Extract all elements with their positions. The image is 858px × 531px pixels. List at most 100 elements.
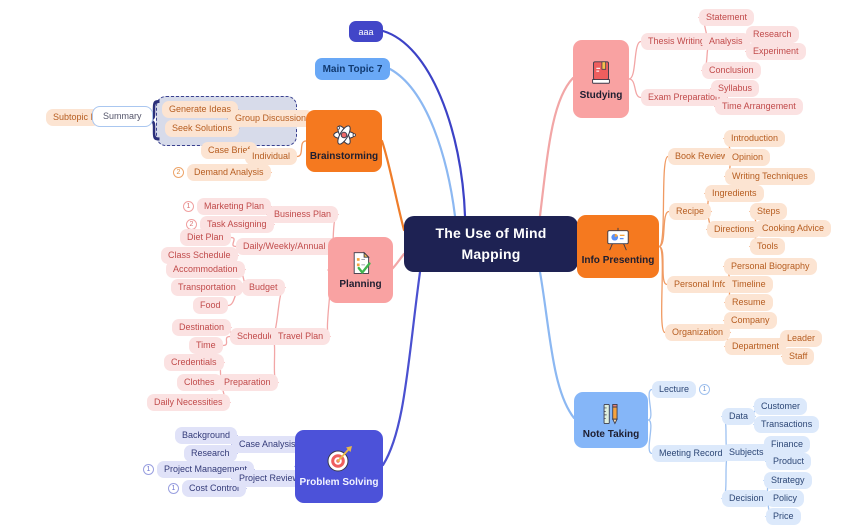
node-case-brief[interactable]: Case Brief (201, 142, 258, 160)
node-personal-biography[interactable]: Personal Biography (724, 258, 817, 276)
topic-label: Info Presenting (581, 255, 655, 266)
node-clothes[interactable]: Clothes (177, 374, 222, 392)
node-department[interactable]: Department (725, 338, 787, 356)
node-transportation[interactable]: Transportation (171, 279, 243, 297)
central-topic[interactable]: The Use of Mind Mapping (404, 216, 578, 272)
node-price[interactable]: Price (766, 508, 801, 526)
node-company[interactable]: Company (724, 312, 777, 330)
node-customer[interactable]: Customer (754, 398, 808, 416)
node-time[interactable]: Time (189, 337, 223, 355)
node-leader[interactable]: Leader (780, 330, 823, 348)
node-cost-control[interactable]: 1 Cost Control (168, 480, 247, 498)
node-seek-solutions[interactable]: Seek Solutions (165, 120, 240, 138)
node-generate-ideas[interactable]: Generate Ideas (162, 101, 239, 119)
node-travel-plan[interactable]: Travel Plan (271, 328, 331, 346)
node-research[interactable]: Research (184, 445, 237, 463)
node-cooking-advice[interactable]: Cooking Advice (755, 220, 832, 238)
priority-badge: 2 (173, 167, 184, 179)
node-tools[interactable]: Tools (750, 238, 786, 256)
presentation-chart-icon (607, 227, 629, 251)
topic-problem-solving[interactable]: Problem Solving (295, 430, 383, 503)
node-diet-plan[interactable]: Diet Plan (180, 229, 231, 247)
node-syllabus[interactable]: Syllabus (711, 80, 760, 98)
node-label: Lecture (652, 381, 697, 399)
ruler-pencil-icon (603, 403, 618, 425)
node-label: Project Management (157, 461, 255, 479)
node-writing-techniques[interactable]: Writing Techniques (725, 168, 815, 186)
node-schedule[interactable]: Schedule (230, 328, 282, 346)
topic-label: Studying (579, 89, 623, 101)
node-directions[interactable]: Directions (707, 221, 762, 239)
atom-icon (333, 124, 356, 145)
node-food[interactable]: Food (193, 297, 228, 315)
node-timeline[interactable]: Timeline (725, 276, 773, 294)
node-opinion[interactable]: Opinion (725, 149, 771, 167)
node-experiment[interactable]: Experiment (746, 43, 806, 61)
node-label: Cost Control (182, 480, 247, 498)
node-individual[interactable]: Individual (245, 148, 298, 166)
node-analysis[interactable]: Analysis (702, 33, 750, 51)
topic-label: Planning (339, 279, 382, 290)
node-steps[interactable]: Steps (750, 203, 788, 221)
node-time-arrangement[interactable]: Time Arrangement (715, 98, 803, 116)
node-task-assigning[interactable]: 2 Task Assigning (186, 216, 274, 234)
node-introduction[interactable]: Introduction (724, 130, 786, 148)
node-business-plan[interactable]: Business Plan (267, 206, 339, 224)
node-transactions[interactable]: Transactions (754, 416, 820, 434)
topic-label: Problem Solving (299, 477, 379, 488)
node-subtopic-1[interactable]: Subtopic I (46, 109, 101, 127)
topic-info-presenting[interactable]: Info Presenting (577, 215, 659, 278)
node-statement[interactable]: Statement (699, 9, 755, 27)
node-daily-plan[interactable]: Daily/Weekly/Annual Plan (236, 238, 353, 256)
node-subjects[interactable]: Subjects (722, 444, 771, 462)
node-budget[interactable]: Budget (242, 279, 285, 297)
node-resume[interactable]: Resume (725, 294, 773, 312)
node-personal-info[interactable]: Personal Info (667, 276, 735, 294)
node-class-schedule[interactable]: Class Schedule (161, 247, 238, 265)
node-daily-necessities[interactable]: Daily Necessities (147, 394, 230, 412)
node-finance[interactable]: Finance (764, 436, 811, 454)
topic-aaa[interactable]: aaa (349, 21, 383, 42)
book-icon (592, 60, 610, 84)
topic-note-taking[interactable]: Note Taking (574, 392, 648, 448)
priority-badge: 1 (699, 384, 711, 396)
node-book-review[interactable]: Book Review (668, 148, 735, 166)
topic-main-topic-7[interactable]: Main Topic 7 (315, 58, 390, 80)
node-organization[interactable]: Organization (665, 324, 731, 342)
node-background[interactable]: Background (175, 427, 238, 445)
node-staff[interactable]: Staff (782, 348, 815, 366)
priority-badge: 1 (168, 483, 179, 495)
topic-planning[interactable]: Planning (328, 237, 393, 303)
node-project-management[interactable]: 1 Project Management (143, 461, 255, 479)
node-meeting-record[interactable]: Meeting Record (652, 445, 730, 463)
clipboard-check-icon (353, 251, 371, 274)
node-strategy[interactable]: Strategy (764, 472, 812, 490)
node-marketing-plan[interactable]: 1 Marketing Plan (183, 198, 272, 216)
node-policy[interactable]: Policy (766, 490, 805, 508)
node-credentials[interactable]: Credentials (164, 354, 224, 372)
node-conclusion[interactable]: Conclusion (702, 62, 761, 80)
node-demand-analysis[interactable]: 2 Demand Analysis (173, 164, 271, 182)
node-data[interactable]: Data (722, 408, 756, 426)
node-label: Task Assigning (200, 216, 274, 234)
node-ingredients[interactable]: Ingredients (705, 185, 764, 203)
node-destination[interactable]: Destination (172, 319, 232, 337)
node-preparation[interactable]: Preparation (217, 374, 278, 392)
node-recipe[interactable]: Recipe (669, 203, 712, 221)
node-exam-preparation[interactable]: Exam Preparation (641, 89, 728, 107)
node-project-review[interactable]: Project Review (232, 470, 307, 488)
node-thesis-writing[interactable]: Thesis Writing (641, 33, 712, 51)
node-case-analysis[interactable]: Case Analysis (232, 436, 303, 454)
node-decision[interactable]: Decision (722, 490, 771, 508)
topic-studying[interactable]: Studying (573, 40, 629, 118)
node-group-discussion[interactable]: Group Discussion (228, 110, 314, 128)
node-label: Marketing Plan (197, 198, 272, 216)
node-research[interactable]: Research (746, 26, 799, 44)
node-summary[interactable]: Summary (92, 106, 153, 128)
node-label: Demand Analysis (187, 164, 271, 182)
node-product[interactable]: Product (766, 453, 812, 471)
node-accommodation[interactable]: Accommodation (166, 261, 245, 279)
node-lecture[interactable]: Lecture 1 (652, 381, 711, 399)
topic-brainstorming[interactable]: Brainstorming (306, 110, 382, 172)
